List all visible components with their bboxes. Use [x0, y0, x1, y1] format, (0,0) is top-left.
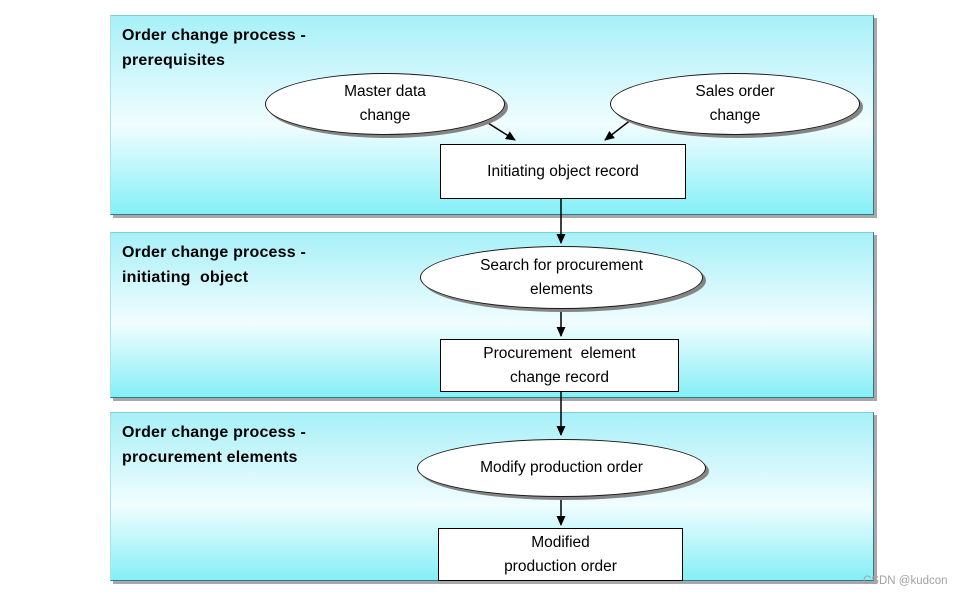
- node-master-data-change: Master data change: [265, 73, 505, 135]
- node-label: Modified production order: [504, 533, 617, 575]
- node-procurement-element-change-record: Procurement element change record: [440, 339, 679, 392]
- panel-title-initiating-object: Order change process - initiating object: [122, 244, 307, 286]
- node-label: Modify production order: [480, 459, 643, 476]
- panel-title-prerequisites: Order change process - prerequisites: [122, 27, 307, 69]
- node-sales-order-change: Sales order change: [610, 73, 860, 135]
- node-search-procurement-elements: Search for procurement elements: [420, 246, 703, 309]
- node-label: Search for procurement elements: [480, 256, 643, 298]
- node-modify-production-order: Modify production order: [417, 439, 706, 497]
- panel-title-procurement-elements: Order change process - procurement eleme…: [122, 424, 307, 466]
- node-label: Master data change: [344, 83, 426, 124]
- node-label: Initiating object record: [487, 162, 639, 180]
- node-modified-production-order: Modified production order: [438, 528, 683, 581]
- watermark: CSDN @kudcon: [863, 575, 948, 587]
- node-label: Sales order change: [695, 83, 775, 124]
- node-initiating-object-record: Initiating object record: [440, 144, 686, 199]
- node-label: Procurement element change record: [483, 344, 636, 386]
